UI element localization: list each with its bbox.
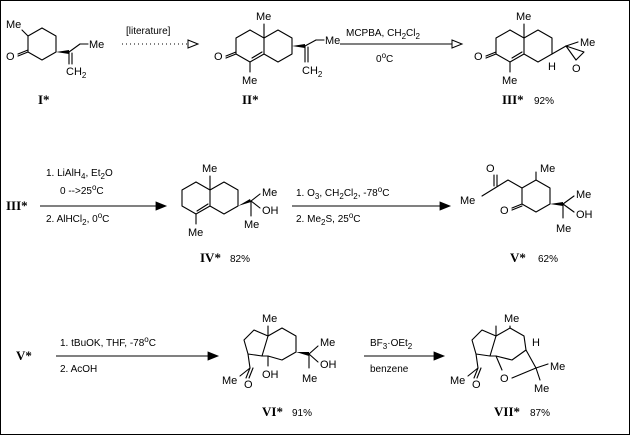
compound-2-structure: Me O Me Me CH2	[214, 11, 340, 87]
compound-2-me-2: Me	[242, 75, 257, 87]
compound-7-structure: Me H O Me Me O Me	[450, 313, 565, 395]
compound-5-structure: O Me Me O Me OH Me	[460, 163, 593, 235]
step-6-reagent-line-2: benzene	[370, 364, 409, 375]
compound-4-me: Me	[202, 163, 217, 175]
step-3-arrow	[40, 201, 168, 211]
compound-1-me: Me	[6, 19, 21, 31]
step-2-arrow	[340, 39, 464, 49]
compound-7-me-2: Me	[550, 361, 565, 373]
compound-7-yield: 87%	[530, 408, 550, 419]
compound-6-structure: Me OH O Me Me OH Me	[222, 313, 337, 391]
compound-7-label: VII*	[494, 404, 520, 419]
compound-1-label: I*	[38, 92, 50, 107]
step-5-arrow	[56, 351, 220, 361]
step-5-reagent-line-1: 1. tBuOK, THF, -78oC	[60, 335, 156, 349]
compound-4-yield: 82%	[230, 254, 250, 265]
compound-7-ether-o: O	[500, 373, 509, 385]
compound-3-me-2: Me	[502, 75, 517, 87]
compound-1-o: O	[6, 51, 15, 63]
step-6-reagent-line-1: BF3·OEt2	[370, 338, 413, 351]
compound-5-me: Me	[460, 195, 475, 207]
step-3-reagent-line-3: 2. AlHCl2, 0oC	[46, 211, 109, 227]
compound-3-yield: 92%	[534, 96, 554, 107]
step-1-reagent: [literature]	[126, 26, 171, 37]
compound-1-me-2: Me	[89, 39, 104, 51]
compound-7-h: H	[532, 337, 540, 349]
step-3-reagent-line-2: 0 -->25oC	[60, 183, 104, 197]
step-6-arrow	[364, 351, 446, 361]
compound-5-ketone-o: O	[486, 163, 495, 175]
compound-6-label: VI*	[262, 404, 283, 419]
compound-4-me-2: Me	[188, 227, 203, 239]
compound-6-oh: OH	[262, 369, 279, 381]
compound-5-ref-label: V*	[16, 348, 32, 363]
compound-3-me: Me	[516, 11, 531, 23]
compound-6-oh-2: OH	[320, 359, 337, 371]
compound-6-yield: 91%	[292, 408, 312, 419]
step-4-reagent-line-2: 2. Me2S, 25oC	[296, 211, 361, 227]
compound-6-ketone-o: O	[244, 379, 253, 391]
step-2-reagent-line-2: 0oC	[376, 51, 393, 65]
step-3-reagent-line-1: 1. LiAlH4, Et2O	[46, 168, 113, 181]
compound-3-ref-label: III*	[6, 198, 28, 213]
compound-3-h: H	[548, 61, 556, 73]
compound-5-label: V*	[510, 250, 526, 265]
step-1-arrow	[122, 39, 200, 49]
compound-4-oh: OH	[262, 205, 279, 217]
compound-5-oh: OH	[576, 209, 593, 221]
step-4-reagent-line-1: 1. O3, CH2Cl2, -78oC	[296, 185, 389, 201]
compound-2-o: O	[214, 51, 223, 63]
compound-7-ketone-o: O	[472, 379, 481, 391]
compound-3-label: III*	[502, 92, 524, 107]
compound-5-me-2: Me	[540, 163, 555, 175]
compound-5-yield: 62%	[538, 254, 558, 265]
compound-4-label: IV*	[200, 250, 221, 265]
compound-5-o: O	[500, 205, 509, 217]
compound-5-me-3: Me	[576, 189, 591, 201]
compound-6-me-2: Me	[222, 375, 237, 387]
step-5-reagent-line-2: 2. AcOH	[60, 364, 97, 375]
compound-7-me: Me	[504, 313, 519, 325]
compound-7-me-4: Me	[450, 375, 465, 387]
compound-6-me-3: Me	[320, 337, 335, 349]
compound-4-me-3: Me	[262, 187, 277, 199]
compound-2-label: II*	[242, 92, 259, 107]
compound-2-ch2: CH2	[302, 65, 323, 79]
compound-6-me: Me	[262, 313, 277, 325]
compound-3-me-3: Me	[580, 37, 595, 49]
compound-7-me-3: Me	[534, 383, 549, 395]
step-2-reagent-line-1: MCPBA, CH2Cl2	[346, 28, 420, 41]
compound-1-ch2: CH2	[66, 66, 87, 80]
compound-1-structure: Me O Me CH2	[6, 19, 104, 80]
compound-5-me-4: Me	[556, 223, 571, 235]
compound-4-me-4: Me	[244, 219, 259, 231]
compound-6-me-4: Me	[302, 373, 317, 385]
compound-3-o: O	[474, 51, 483, 63]
step-4-arrow	[292, 201, 452, 211]
compound-3-epoxide-o: O	[572, 63, 581, 75]
compound-2-me: Me	[256, 11, 271, 23]
compound-4-structure: Me Me Me OH Me	[181, 163, 279, 239]
compound-2-me-3: Me	[325, 35, 340, 47]
compound-3-structure: Me O Me H Me O	[474, 11, 595, 87]
